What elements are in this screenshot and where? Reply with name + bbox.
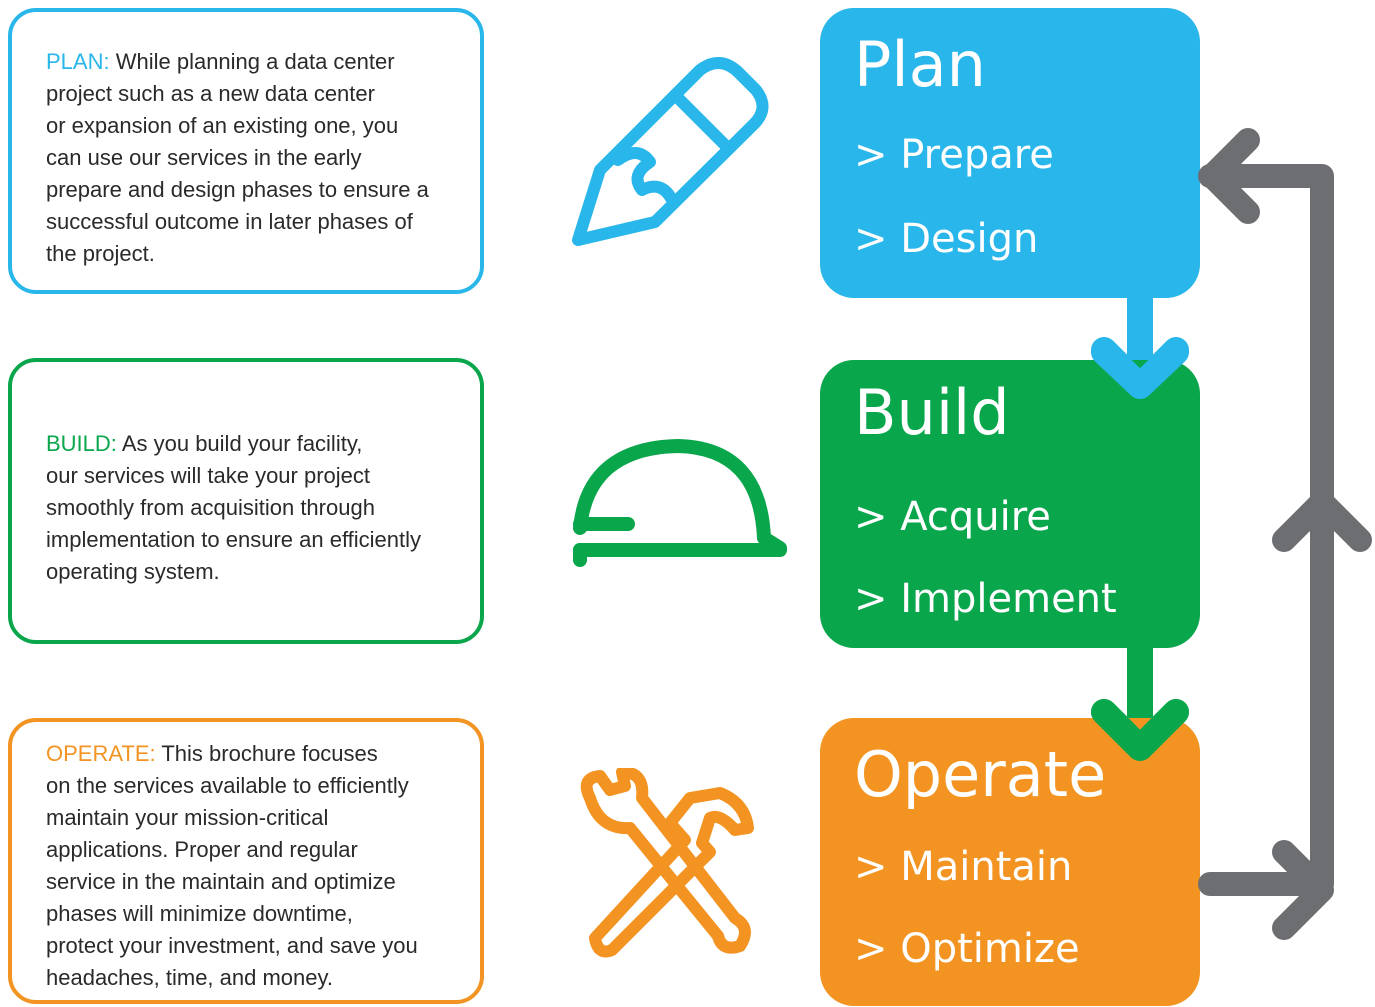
wrench-hammer-icon [580,768,754,958]
plan-description-line: project such as a new data center [46,81,375,106]
build-description-line: implementation to ensure an efficiently [46,527,422,552]
plan-step-prepare: > Prepare [854,132,1054,178]
build-description-label: BUILD: [46,431,117,456]
plan-phase-title: Plan [854,28,986,101]
plan-description-line: the project. [46,241,155,266]
operate-description-line: maintain your mission-critical [46,805,329,830]
operate-description-line: service in the maintain and optimize [46,869,396,894]
operate-phase-title: Operate [854,738,1107,811]
plan-phase-box: Plan > Prepare > Design [820,8,1200,298]
pencil-icon [572,57,769,246]
plan-description-box: PLAN: While planning a data center proje… [8,8,484,294]
hard-hat-icon [573,439,787,567]
plan-description-line: can use our services in the early [46,145,362,170]
plan-description-line: or expansion of an existing one, you [46,113,399,138]
operate-description-line: protect your investment, and save you [46,933,418,958]
operate-description-box: OPERATE: This brochure focuses on the se… [8,718,484,1004]
build-description-box: BUILD: As you build your facility, our s… [8,358,484,644]
plan-description-line: prepare and design phases to ensure a [46,177,429,202]
build-phase-title: Build [854,376,1010,449]
build-to-operate-arrowhead [1091,699,1189,761]
build-description-line: operating system. [46,559,220,584]
build-description-line: smoothly from acquisition through [46,495,375,520]
operate-phase-box: Operate > Maintain > Optimize [820,718,1200,1006]
build-step-acquire: > Acquire [854,494,1051,540]
build-description-line: As you build your facility, [121,431,363,456]
return-cycle-arrow [1198,128,1372,940]
operate-step-maintain: > Maintain [854,844,1073,890]
operate-step-optimize: > Optimize [854,926,1080,972]
build-description-text: BUILD: As you build your facility, our s… [46,428,458,588]
build-step-implement: > Implement [854,576,1117,622]
operate-description-line: phases will minimize downtime, [46,901,353,926]
operate-description-line: headaches, time, and money. [46,965,333,990]
plan-description-line: While planning a data center [115,49,395,74]
build-phase-box: Build > Acquire > Implement [820,360,1200,648]
plan-description-label: PLAN: [46,49,110,74]
plan-step-design: > Design [854,216,1039,262]
plan-description-text: PLAN: While planning a data center proje… [46,46,458,270]
plan-to-build-arrowhead [1091,339,1189,399]
operate-description-line: on the services available to efficiently [46,773,409,798]
plan-description-line: successful outcome in later phases of [46,209,413,234]
operate-description-line: This brochure focuses [161,741,378,766]
operate-description-label: OPERATE: [46,741,156,766]
operate-description-line: applications. Proper and regular [46,837,358,862]
build-description-line: our services will take your project [46,463,371,488]
operate-description-text: OPERATE: This brochure focuses on the se… [46,738,458,994]
